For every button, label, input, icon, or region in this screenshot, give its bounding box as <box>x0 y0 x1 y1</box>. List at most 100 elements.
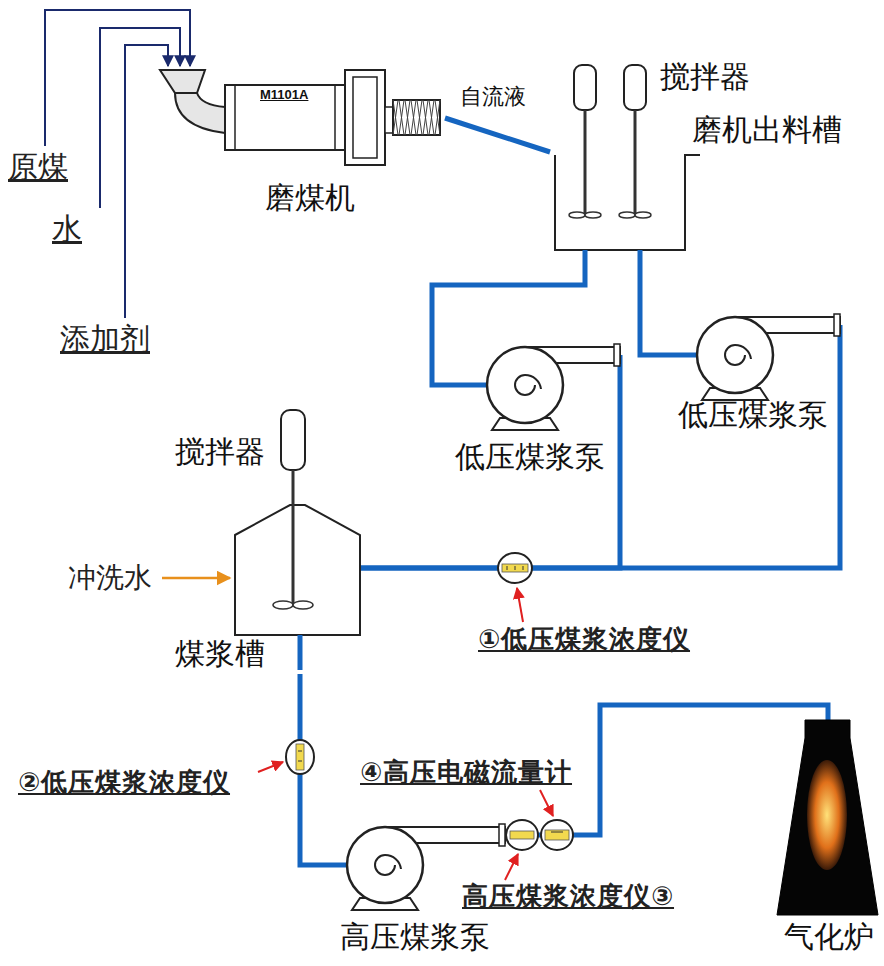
agitator-shaft <box>292 470 295 605</box>
screen-hatch <box>429 100 434 135</box>
pump-impeller <box>725 345 751 365</box>
meter-body <box>498 553 532 583</box>
pipe-stub <box>298 635 303 670</box>
density-meter-symbol <box>498 553 532 583</box>
pump-casing-gap <box>384 829 387 841</box>
pipe-stub <box>440 383 487 388</box>
feed-label: 添加剂 <box>60 322 150 357</box>
agitator-blade <box>585 212 601 218</box>
mill-shaft <box>385 107 393 133</box>
feed-hopper <box>160 70 205 93</box>
instrument-label: 高压煤浆浓度仪③ <box>462 882 674 912</box>
agitator-motor <box>281 410 305 470</box>
pipe-stub <box>638 250 643 255</box>
instrument-label: ②低压煤浆浓度仪 <box>18 768 230 798</box>
screen-hatch <box>417 100 422 135</box>
tank-body <box>235 505 360 635</box>
pump-casing-gap <box>524 349 527 361</box>
flange-inner <box>353 77 377 158</box>
pump-casing <box>487 347 563 423</box>
agitator-blade <box>293 601 313 609</box>
equipment-tag: M1101A <box>260 88 308 103</box>
screen-hatch <box>399 100 404 135</box>
feed-label: 水 <box>52 212 82 247</box>
flush-water-label: 冲洗水 <box>68 562 152 594</box>
leader-arrow <box>258 762 283 772</box>
edge-label: 自流液 <box>458 84 528 109</box>
pump-casing-gap <box>734 319 737 331</box>
drum-band <box>234 85 236 150</box>
drum-band <box>334 85 336 150</box>
pump-flange <box>834 314 840 336</box>
agitator-blade <box>569 212 585 218</box>
leader-arrow <box>505 854 518 880</box>
meter-tick <box>523 566 524 570</box>
agitator-blade <box>273 601 293 609</box>
agitator-shaft <box>584 110 587 215</box>
equipment-name: 磨煤机 <box>265 181 355 216</box>
flush-water-arrow <box>162 577 230 580</box>
flowmeter-symbol <box>541 820 573 850</box>
meter-tick <box>507 566 508 570</box>
screen-hatch <box>423 100 428 135</box>
screen-hatch <box>405 100 410 135</box>
density-meter-symbol <box>506 820 538 850</box>
meter-tick <box>298 761 302 762</box>
pump-flange <box>499 824 505 846</box>
screen-hatch <box>435 100 440 135</box>
gasifier-flame <box>807 760 847 870</box>
instrument-label: ④高压电磁流量计 <box>360 758 572 788</box>
meter-tick <box>551 832 563 833</box>
equipment-name: 低压煤浆泵 <box>678 398 828 433</box>
feed-line <box>125 45 168 318</box>
screen-hatch <box>411 100 416 135</box>
equipment-name: 煤浆槽 <box>175 637 265 672</box>
tank-wall <box>555 155 700 250</box>
pump-casing <box>347 827 423 903</box>
screen-hatch <box>393 100 398 135</box>
pump-impeller <box>375 855 401 875</box>
mill-drum <box>225 85 345 150</box>
equipment-name: 高压煤浆泵 <box>340 920 490 955</box>
leader-arrow <box>517 588 523 622</box>
slurry-pipe <box>445 118 550 152</box>
agitator-blade <box>635 212 651 218</box>
meter-band <box>545 830 569 840</box>
mill-outlet-tank: 搅拌器磨机出料槽 <box>550 55 850 255</box>
gasifier: 气化炉 <box>775 720 883 960</box>
meter-body <box>541 820 573 850</box>
low-pressure-pump: 低压煤浆泵 <box>670 290 840 435</box>
slurry-tank: 搅拌器煤浆槽 <box>175 405 360 674</box>
slurry-pipe <box>640 255 670 355</box>
leader-arrow <box>540 790 553 816</box>
screen-hatch <box>393 100 398 135</box>
equipment-name: 磨机出料槽 <box>692 113 842 148</box>
screen-hatch <box>417 100 422 135</box>
pump-casing <box>697 317 773 393</box>
meter-band <box>502 564 528 572</box>
screen-hatch <box>423 100 428 135</box>
discharge-screen <box>393 100 440 135</box>
pipe-stub <box>583 250 588 255</box>
pump-impeller <box>515 375 541 395</box>
agitator-motor <box>574 65 596 110</box>
coal-mill: M1101A 磨煤机 <box>155 55 445 220</box>
screen-hatch <box>429 100 434 135</box>
screen-hatch <box>435 100 440 135</box>
agitator-motor <box>624 65 646 110</box>
low-pressure-pump: 低压煤浆泵 <box>440 330 620 485</box>
meter-body <box>506 820 538 850</box>
meter-band <box>296 744 304 770</box>
agitator-shaft <box>634 110 637 215</box>
agitator-label: 搅拌器 <box>175 435 265 470</box>
screen-hatch <box>405 100 410 135</box>
meter-tick <box>515 566 516 570</box>
feed-chute <box>175 93 225 133</box>
pipe-stub <box>670 353 697 358</box>
feed-label: 原煤 <box>8 150 68 185</box>
gasifier-shell <box>777 720 878 915</box>
meter-band <box>510 831 534 839</box>
agitator-blade <box>619 212 635 218</box>
screen-hatch <box>399 100 404 135</box>
